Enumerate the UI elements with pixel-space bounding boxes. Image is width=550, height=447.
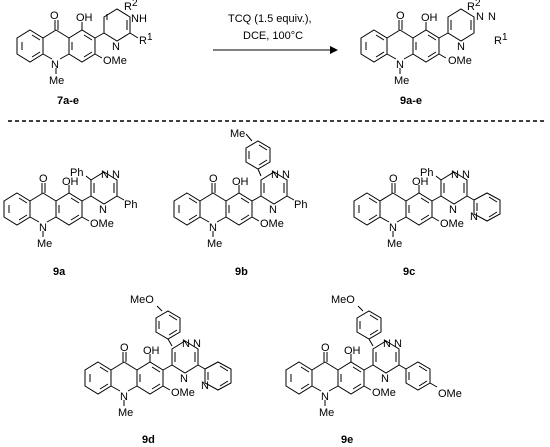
compound-9e-carbonyl-o: O <box>321 342 330 354</box>
compound-9b-ph-right: Ph <box>294 199 307 211</box>
reaction-arrow <box>213 46 338 54</box>
compound-9a-label: 9a <box>53 266 66 278</box>
product-triazine-n1: N <box>476 11 484 23</box>
reaction-conditions: DCE, 100°C <box>243 30 303 42</box>
reactant-ring-n: N <box>51 59 59 71</box>
compound-9d-oh: OH <box>143 345 160 357</box>
reactant-label: 7a-e <box>57 95 79 107</box>
compound-9a-ph-top: Ph <box>70 167 83 179</box>
product-r2-superscript: 2 <box>475 0 481 9</box>
compound-9a <box>3 171 125 238</box>
compound-9c-oh: OH <box>412 176 429 188</box>
compound-9d-ring-n: N <box>120 391 128 403</box>
compound-9e-aryl-meo: MeO <box>331 294 355 306</box>
compound-9b <box>173 133 295 238</box>
product-r1-superscript: 1 <box>502 32 508 43</box>
compound-9c-label: 9c <box>403 266 415 278</box>
reactant-nh-h: H <box>139 13 147 25</box>
reaction-reagents: TCQ (1.5 equiv.), <box>228 13 312 25</box>
compound-9c-carbonyl-o: O <box>389 173 398 185</box>
compound-9c <box>353 171 501 238</box>
reactant-r2-superscript: 2 <box>132 0 138 9</box>
compound-9e-label: 9e <box>341 434 353 446</box>
reactant-n-me: Me <box>49 75 64 87</box>
compound-9c-ring-n: N <box>389 222 397 234</box>
reactant-r1-superscript: 1 <box>147 32 153 43</box>
compound-9c-triazine-n3: N <box>449 204 457 216</box>
compound-9a-triazine-n1: N <box>101 169 109 181</box>
compound-9c-triazine-n2: N <box>462 169 470 181</box>
compound-9d-carbonyl-o: O <box>120 342 129 354</box>
compound-9e-ome: OMe <box>372 387 396 399</box>
compound-9a-ome: OMe <box>90 218 114 230</box>
compound-9b-carbonyl-o: O <box>209 173 218 185</box>
reactant-carbonyl-o: O <box>50 10 59 22</box>
product-triazine-n3: N <box>457 41 465 53</box>
compound-9b-tolyl-me: Me <box>230 128 245 140</box>
compound-9a-ph-right: Ph <box>124 199 137 211</box>
compound-9b-ring-n: N <box>209 222 217 234</box>
compound-9b-triazine-n2: N <box>282 169 290 181</box>
compound-9e <box>285 305 438 407</box>
compound-9e-ring-n: N <box>321 391 329 403</box>
compound-9a-triazine-n2: N <box>112 169 120 181</box>
reactant-triazine-n: N <box>112 41 120 53</box>
product-n-me: Me <box>394 75 409 87</box>
product-carbonyl-o: O <box>396 10 405 22</box>
reactant-nh-n: N <box>131 13 139 25</box>
compound-9a-oh: OH <box>62 176 79 188</box>
compound-9a-n-me: Me <box>37 238 52 250</box>
compound-9d-triazine-n1: N <box>182 338 190 350</box>
compound-9d <box>84 305 232 407</box>
compound-9e-triazine-n1: N <box>383 338 391 350</box>
compound-9d-aryl-meo: MeO <box>130 294 154 306</box>
compound-9d-n-me: Me <box>118 407 133 419</box>
compound-9c-triazine-n1: N <box>451 169 459 181</box>
compound-9c-pyridine-n: N <box>470 211 478 223</box>
product-triazine-n2: N <box>488 11 496 23</box>
product-r2: R <box>467 1 475 13</box>
compound-9a-carbonyl-o: O <box>39 173 48 185</box>
compound-9a-ring-n: N <box>39 222 47 234</box>
product-ome: OMe <box>448 55 472 67</box>
compound-9c-ph-top: Ph <box>420 167 433 179</box>
reactant-r2: R <box>124 1 132 13</box>
compound-9e-triazine-n3: N <box>381 373 389 385</box>
compound-9a-triazine-n3: N <box>99 204 107 216</box>
compound-9d-label: 9d <box>142 434 155 446</box>
product-ring-n: N <box>396 59 404 71</box>
reactant-oh: OH <box>76 12 93 24</box>
compound-9b-triazine-n1: N <box>271 169 279 181</box>
compound-9b-n-me: Me <box>207 238 222 250</box>
reactant-r1: R <box>139 35 147 47</box>
compound-9e-n-me: Me <box>319 407 334 419</box>
compound-9d-pyridine-n: N <box>201 380 209 392</box>
compound-9b-ome: OMe <box>260 218 284 230</box>
compound-9b-triazine-n3: N <box>269 204 277 216</box>
product-label: 9a-e <box>400 95 422 107</box>
compound-9c-ome: OMe <box>440 218 464 230</box>
compound-9e-aryl-ome: OMe <box>438 388 462 400</box>
compound-9c-n-me: Me <box>387 238 402 250</box>
reactant-ome: OMe <box>103 55 127 67</box>
compound-9e-triazine-n2: N <box>394 338 402 350</box>
compound-9b-label: 9b <box>235 266 248 278</box>
compound-9d-triazine-n3: N <box>180 373 188 385</box>
compound-9b-oh: OH <box>232 176 249 188</box>
compound-9d-ome: OMe <box>171 387 195 399</box>
compound-9d-triazine-n2: N <box>193 338 201 350</box>
product-r1: R <box>494 35 502 47</box>
compound-9e-oh: OH <box>344 345 361 357</box>
reactant-7a-e <box>16 8 139 74</box>
product-oh: OH <box>421 12 438 24</box>
